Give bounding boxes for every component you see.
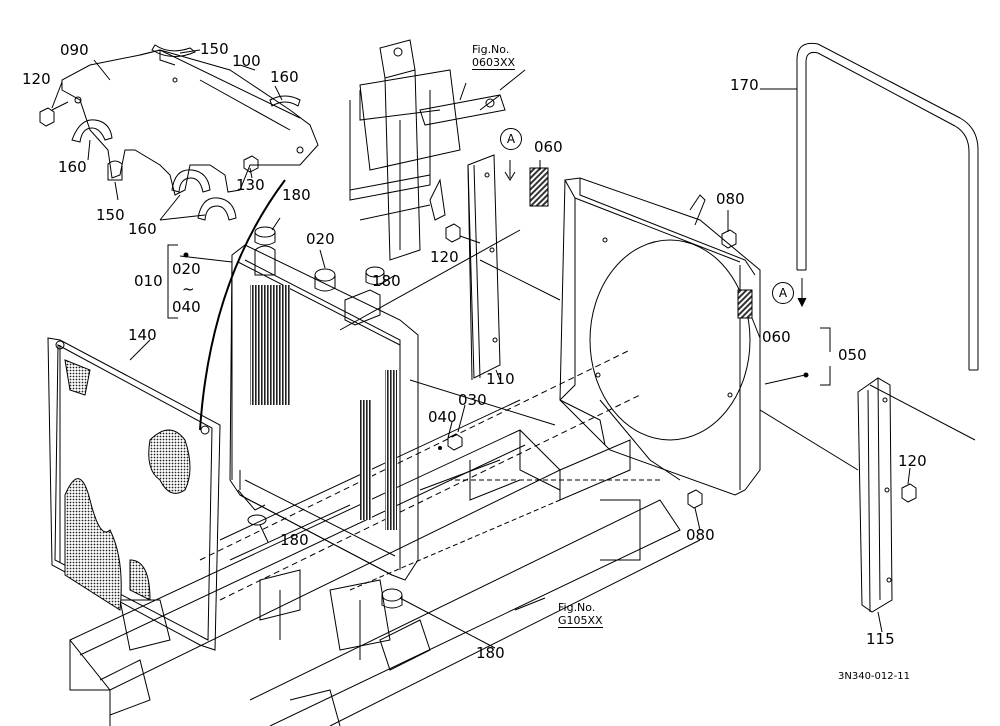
fig-ref-g105: Fig.No. G105XX [558,601,603,629]
part-label-180-bottom-left: 180 [280,531,309,549]
fig-ref-0603: Fig.No. 0603XX [472,43,516,71]
part-label-170: 170 [730,76,759,94]
part-label-030: 030 [458,391,487,409]
rubber-seals [71,44,301,221]
leader-lines [51,49,976,649]
ref-dot [438,446,442,450]
part-label-080-bottom: 080 [686,526,715,544]
part-label-020-cap: 020 [306,230,335,248]
part-label-180-bottom: 180 [476,644,505,662]
part-label-040-range: 040 [172,298,201,316]
part-label-180-top: 180 [282,186,311,204]
part-label-150-top: 150 [200,40,229,58]
ref-dot [803,372,809,378]
part-label-050: 050 [838,346,867,364]
arrow-a-1 [504,160,516,181]
part-label-160-top: 160 [270,68,299,86]
part-label-160-left: 160 [58,158,87,176]
section-marker-a-2: A [772,282,794,304]
section-marker-a-1: A [500,128,522,150]
part-label-060-right: 060 [762,328,791,346]
ref-dot [183,252,189,258]
seal-170 [796,42,979,371]
part-label-160-bottom: 160 [128,220,157,238]
part-label-010: 010 [134,272,163,290]
part-label-115: 115 [866,630,895,648]
guide-arc [199,179,286,431]
bracket-assembly [339,39,521,331]
part-label-110: 110 [486,370,515,388]
drawing-number: 3N340-012-11 [838,671,910,682]
part-label-180-right: 180 [372,272,401,290]
heat-shield-100 [61,49,319,196]
part-label-120-right: 120 [898,452,927,470]
part-label-130: 130 [236,176,265,194]
part-label-040-bolt: 040 [428,408,457,426]
decal-060 [529,167,549,207]
part-label-150-bottom: 150 [96,206,125,224]
part-label-060-left: 060 [534,138,563,156]
part-label-090: 090 [60,41,89,59]
part-label-120-mid: 120 [430,248,459,266]
fan-shroud [559,177,761,496]
part-label-080-top: 080 [716,190,745,208]
part-label-020-range: 020 [172,260,201,278]
side-bracket-115 [857,377,893,613]
part-label-100: 100 [232,52,261,70]
part-label-120-left: 120 [22,70,51,88]
range-tilde: ~ [182,280,195,298]
bolts [39,101,917,509]
radiator [229,226,419,609]
part-label-140: 140 [128,326,157,344]
side-bracket-110 [467,154,561,381]
radiator-screen [47,337,221,651]
